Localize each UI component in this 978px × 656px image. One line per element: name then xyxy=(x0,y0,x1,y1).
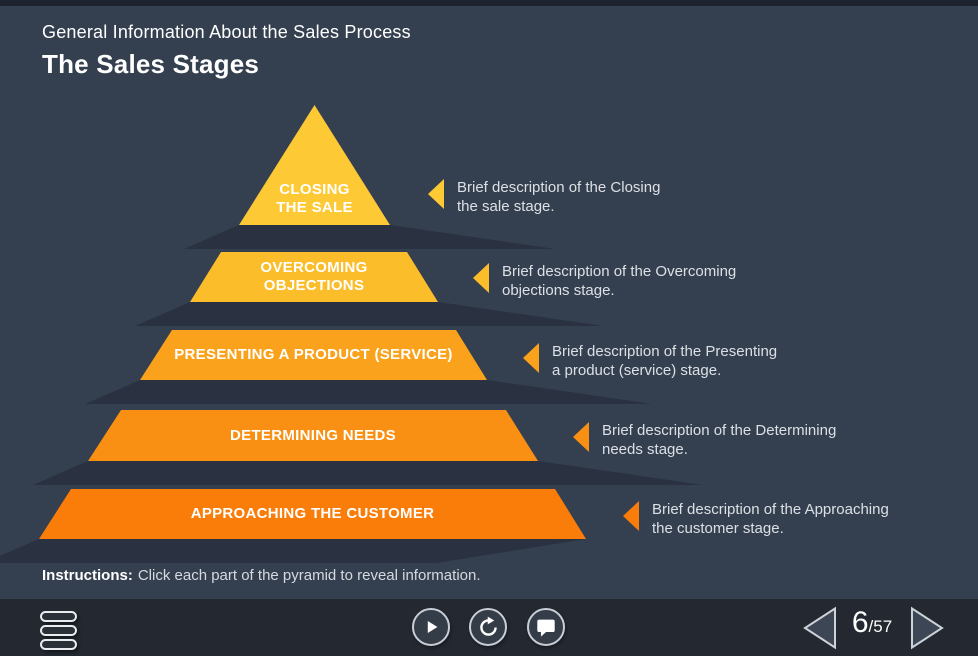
pyramid-shadow xyxy=(184,225,555,249)
description-text: Brief description of the Overcoming obje… xyxy=(502,263,737,299)
pyramid-level-label: APPROACHING THE CUSTOMER xyxy=(190,505,435,522)
description-text: Brief description of the Presenting a pr… xyxy=(552,343,778,379)
top-edge xyxy=(0,0,978,6)
description-arrow-icon xyxy=(623,501,639,531)
pyramid-shadow xyxy=(85,380,652,404)
page-indicator: 6/57 xyxy=(838,606,906,648)
pyramid-level-presenting-a-product[interactable]: PRESENTING A PRODUCT (SERVICE) xyxy=(140,330,487,380)
pyramid-level-label: PRESENTING A PRODUCT (SERVICE) xyxy=(174,346,453,363)
page-total: 57 xyxy=(873,617,893,636)
description-arrow-icon xyxy=(573,422,589,452)
stage-description-overcoming: Brief description of the Overcoming obje… xyxy=(473,262,736,300)
pyramid-shadow xyxy=(33,461,703,485)
pyramid-level-determining-needs[interactable]: DETERMINING NEEDS xyxy=(88,410,538,461)
pyramid-level-label: OBJECTIONS xyxy=(263,277,365,294)
pyramid-level-overcoming-objections[interactable]: OVERCOMING OBJECTIONS xyxy=(190,252,438,302)
instructions: Instructions:Click each part of the pyra… xyxy=(42,567,481,584)
description-arrow-icon xyxy=(473,263,489,293)
slide-title: The Sales Stages xyxy=(42,49,260,79)
description-arrow-icon xyxy=(428,179,444,209)
pyramid-shadow xyxy=(0,539,586,563)
menu-button[interactable] xyxy=(40,611,77,653)
slide-header: General Information About the Sales Proc… xyxy=(42,22,411,80)
description-arrow-icon xyxy=(523,343,539,373)
page-current: 6 xyxy=(851,606,869,639)
next-arrow-icon xyxy=(911,606,944,650)
prev-button[interactable] xyxy=(802,606,838,655)
replay-button[interactable] xyxy=(469,608,507,646)
description-text: Brief description of the Determining nee… xyxy=(602,422,837,458)
stage-description-closing: Brief description of the Closing the sal… xyxy=(428,178,660,216)
play-icon xyxy=(427,621,438,633)
pyramid-shadow xyxy=(135,302,603,326)
pyramid-level-label: OVERCOMING xyxy=(260,259,368,276)
pyramid-level-closing-the-sale[interactable]: CLOSING THE SALE xyxy=(239,105,390,225)
instructions-label: Instructions: xyxy=(42,567,133,584)
slide-subtitle: General Information About the Sales Proc… xyxy=(42,22,411,42)
description-text: Brief description of the Closing the sal… xyxy=(457,179,661,215)
stage-description-presenting: Brief description of the Presenting a pr… xyxy=(523,342,777,380)
next-button[interactable] xyxy=(909,606,945,655)
instructions-text: Click each part of the pyramid to reveal… xyxy=(137,567,481,584)
stage-description-approaching: Brief description of the Approaching the… xyxy=(623,500,889,538)
prev-arrow-icon xyxy=(803,606,836,650)
hamburger-icon xyxy=(40,611,77,650)
stage-description-determining: Brief description of the Determining nee… xyxy=(573,421,836,459)
play-button[interactable] xyxy=(412,608,450,646)
pyramid-level-label: THE SALE xyxy=(276,199,353,216)
description-text: Brief description of the Approaching the… xyxy=(652,501,889,537)
chat-icon xyxy=(537,619,555,637)
player-bar: 6/57 xyxy=(0,599,978,656)
pyramid-level-approaching-the-customer[interactable]: APPROACHING THE CUSTOMER xyxy=(39,489,586,539)
page-separator: / xyxy=(868,617,874,636)
comments-button[interactable] xyxy=(527,608,565,646)
pyramid-level-label: DETERMINING NEEDS xyxy=(230,426,396,444)
replay-icon xyxy=(479,616,497,636)
pyramid-level-label: CLOSING xyxy=(279,181,350,198)
